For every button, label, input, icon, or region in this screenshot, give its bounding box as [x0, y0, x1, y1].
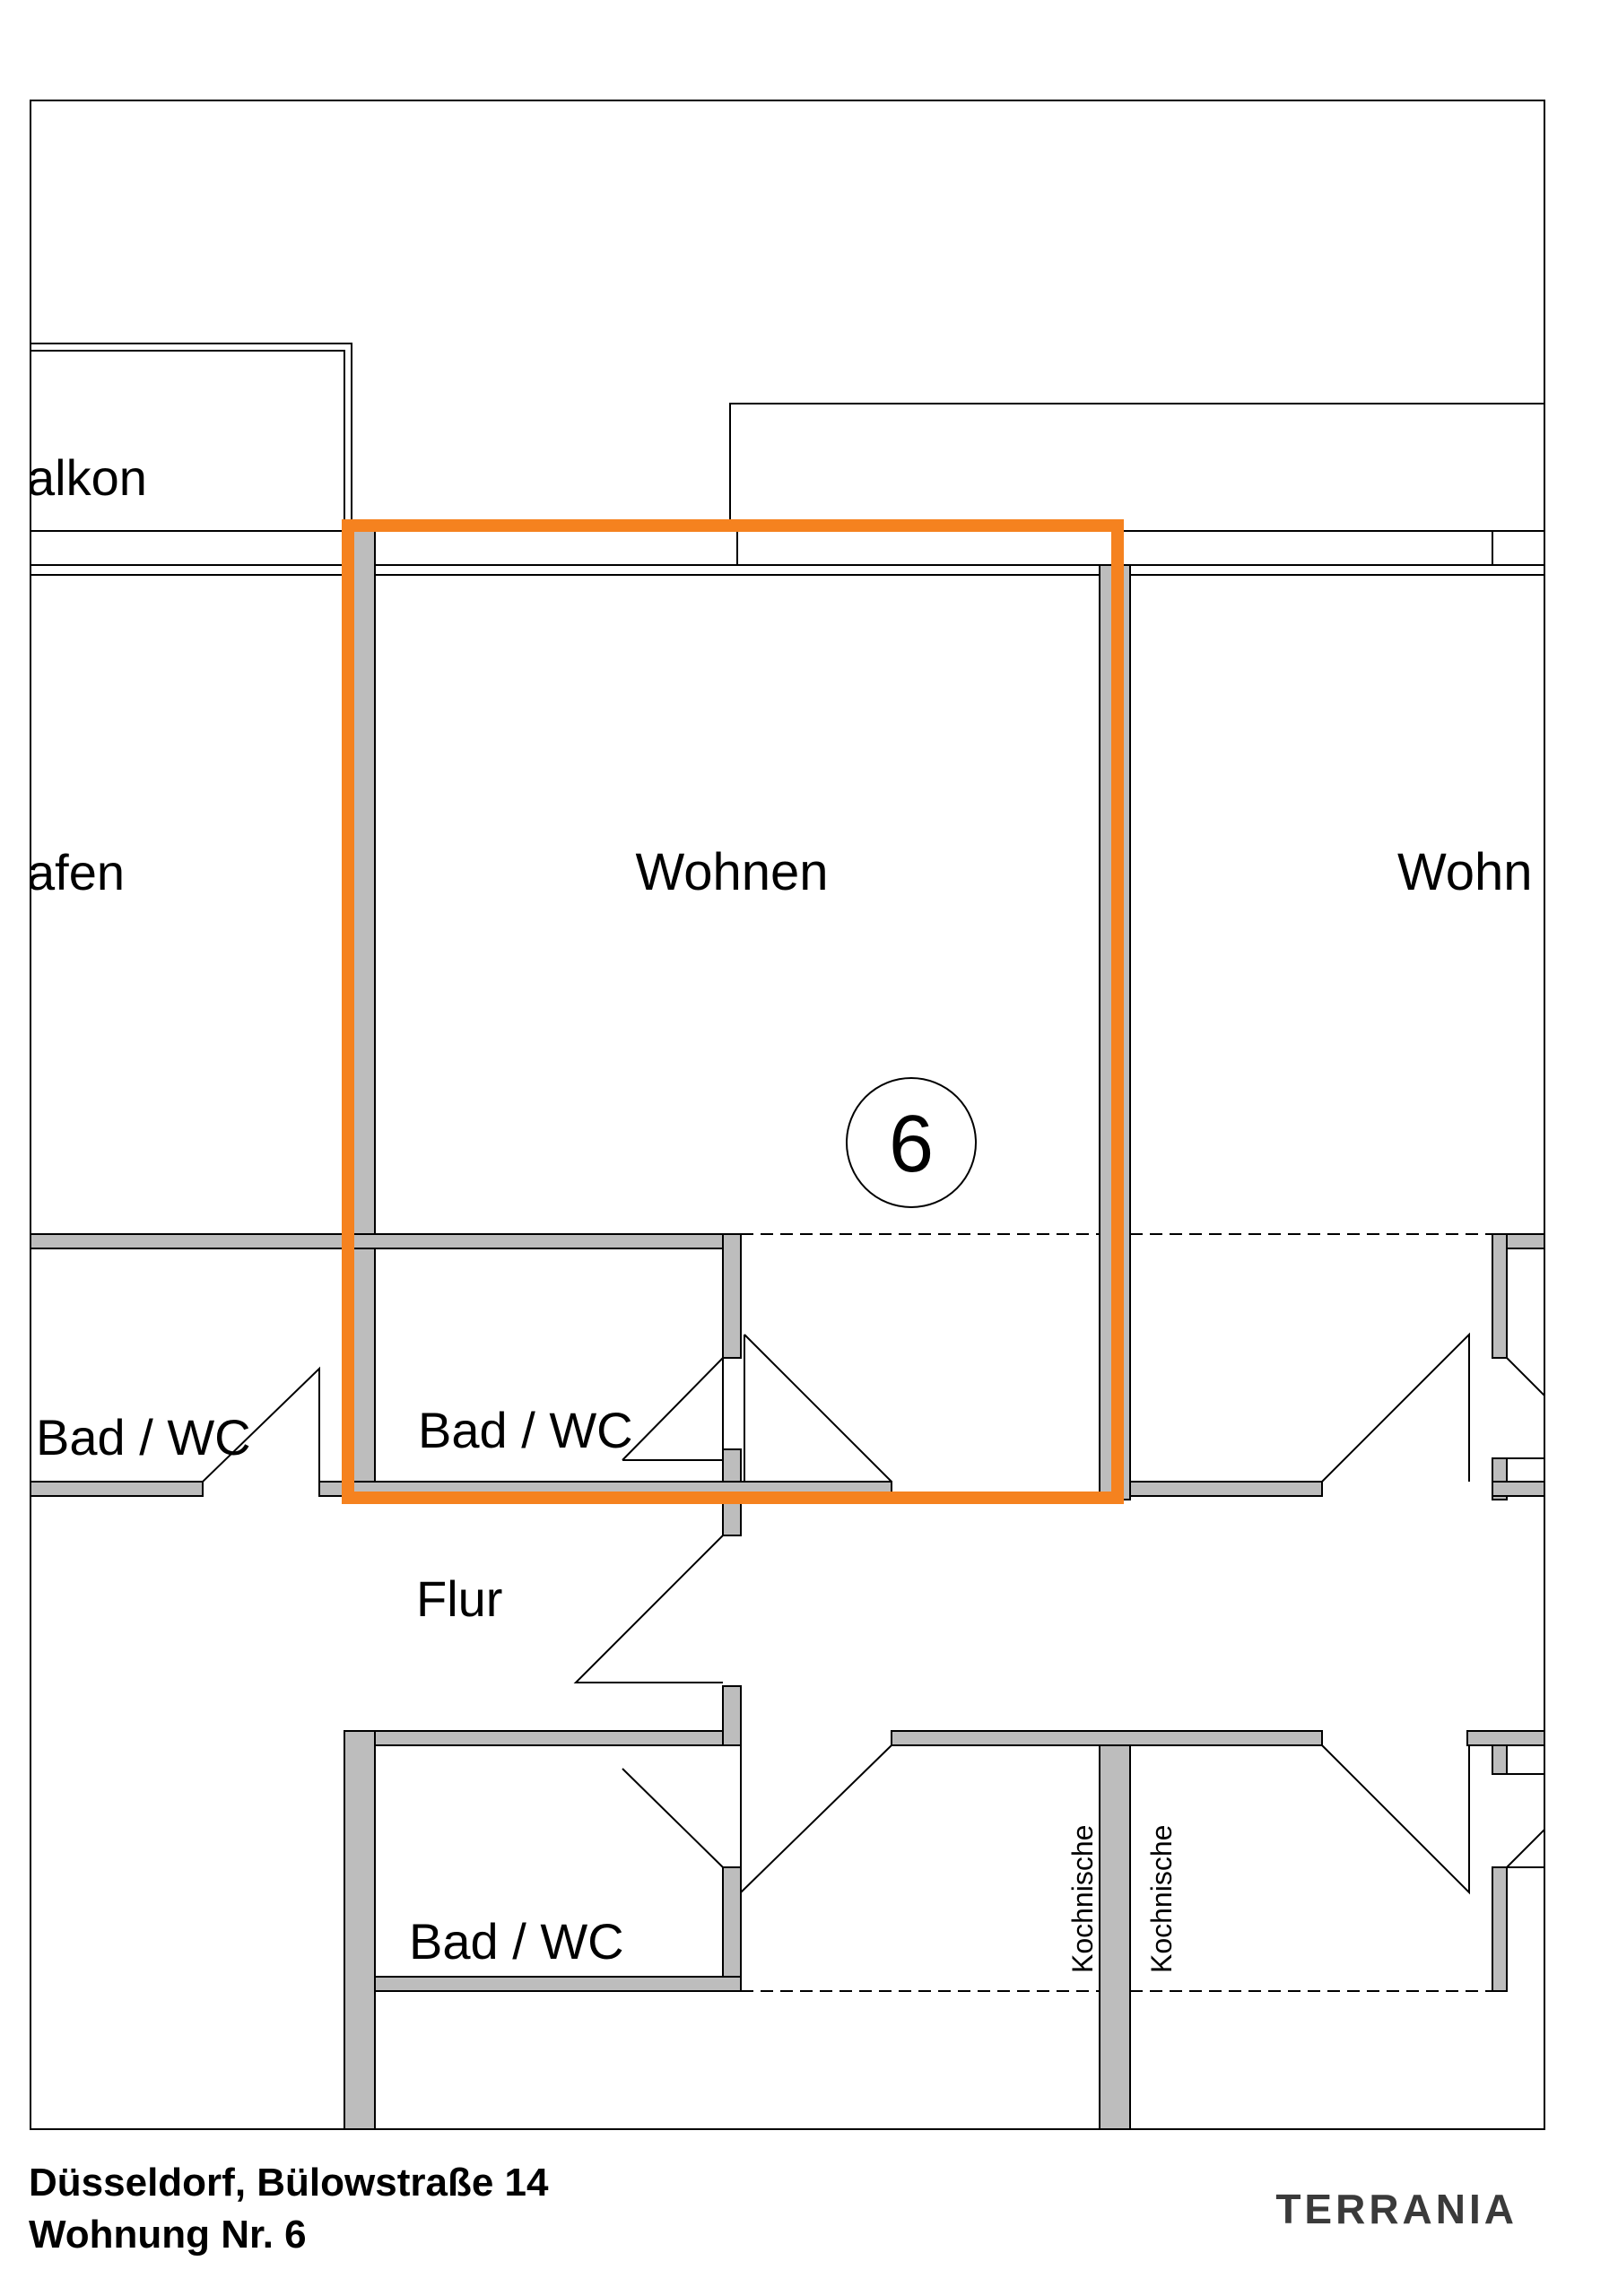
unit-highlight-frame	[342, 519, 1124, 1504]
walls	[30, 530, 1544, 2129]
room-label-kochnische-1: Kochnische	[1066, 1825, 1099, 1973]
room-label-wohnen-right: Wohn	[1397, 843, 1532, 901]
brand-logo: TERRANIA	[1275, 2186, 1518, 2232]
room-label-schlafen: afen	[27, 844, 125, 900]
room-label-kochnische-2: Kochnische	[1145, 1825, 1178, 1973]
plan-frame	[30, 100, 1545, 2130]
door-swings	[202, 1332, 1544, 1895]
room-label-flur: Flur	[416, 1570, 502, 1627]
footer-unit: Wohnung Nr. 6	[29, 2213, 307, 2257]
room-label-bad-wc-unit6: Bad / WC	[418, 1402, 633, 1458]
interior-lines	[374, 1248, 1544, 1977]
room-label-balkon: alkon	[27, 449, 147, 506]
room-label-wohnen: Wohnen	[636, 843, 829, 901]
room-label-bad-wc-lower: Bad / WC	[409, 1913, 624, 1970]
balcony-outlines	[30, 343, 1544, 531]
facade-window-band	[30, 530, 1544, 576]
footer-address: Düsseldorf, Bülowstraße 14	[29, 2161, 549, 2205]
unit-number-circle	[846, 1077, 977, 1208]
kitchen-dashed-lines	[741, 1233, 1492, 1992]
room-label-bad-wc-left: Bad / WC	[36, 1409, 251, 1465]
unit-number: 6	[889, 1100, 934, 1189]
